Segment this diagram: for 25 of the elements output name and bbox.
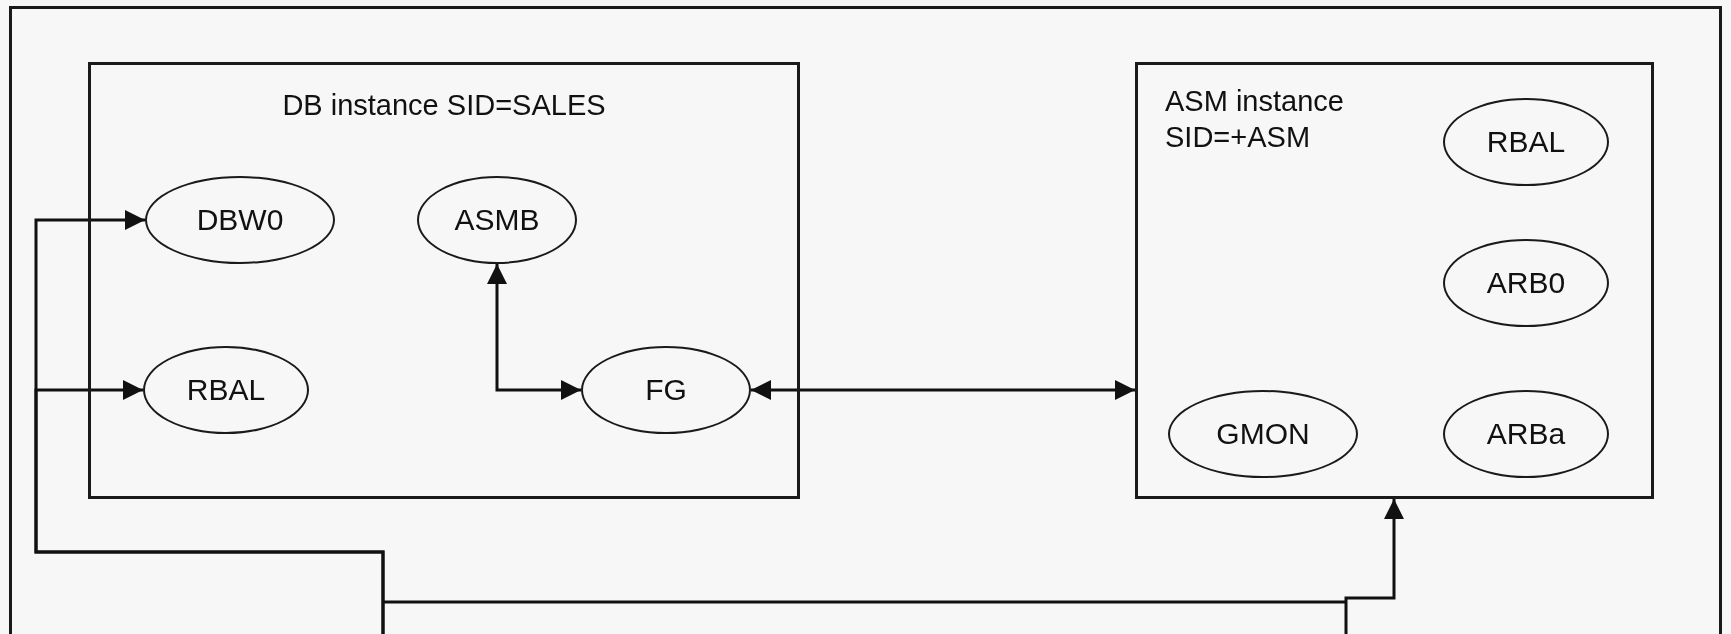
process-label: ARB0 xyxy=(1486,268,1566,298)
instance-box xyxy=(9,6,1722,634)
arrow xyxy=(751,380,1135,400)
process-label: FG xyxy=(645,375,687,405)
process-label: RBAL xyxy=(186,375,266,405)
instance-title: DB instance SID=SALES xyxy=(281,88,607,123)
process-label: GMON xyxy=(1216,419,1310,449)
process-ellipse xyxy=(1443,239,1609,327)
process-ellipse xyxy=(145,176,335,264)
process-ellipse xyxy=(417,176,577,264)
process-ellipse xyxy=(581,346,751,434)
arrow xyxy=(1344,499,1404,634)
instance-box xyxy=(88,62,800,499)
process-label: ASMB xyxy=(454,205,540,235)
arrow xyxy=(487,264,581,400)
arrow xyxy=(34,380,385,634)
process-ellipse xyxy=(1443,98,1609,186)
process-label: ARBa xyxy=(1486,419,1566,449)
process-ellipse xyxy=(1168,390,1358,478)
process-ellipse xyxy=(1443,390,1609,478)
process-label: DBW0 xyxy=(196,205,284,235)
instance-title: ASM instance SID=+ASM xyxy=(1165,84,1345,156)
instance-box xyxy=(1135,62,1654,499)
process-label: RBAL xyxy=(1486,127,1566,157)
process-ellipse xyxy=(143,346,309,434)
